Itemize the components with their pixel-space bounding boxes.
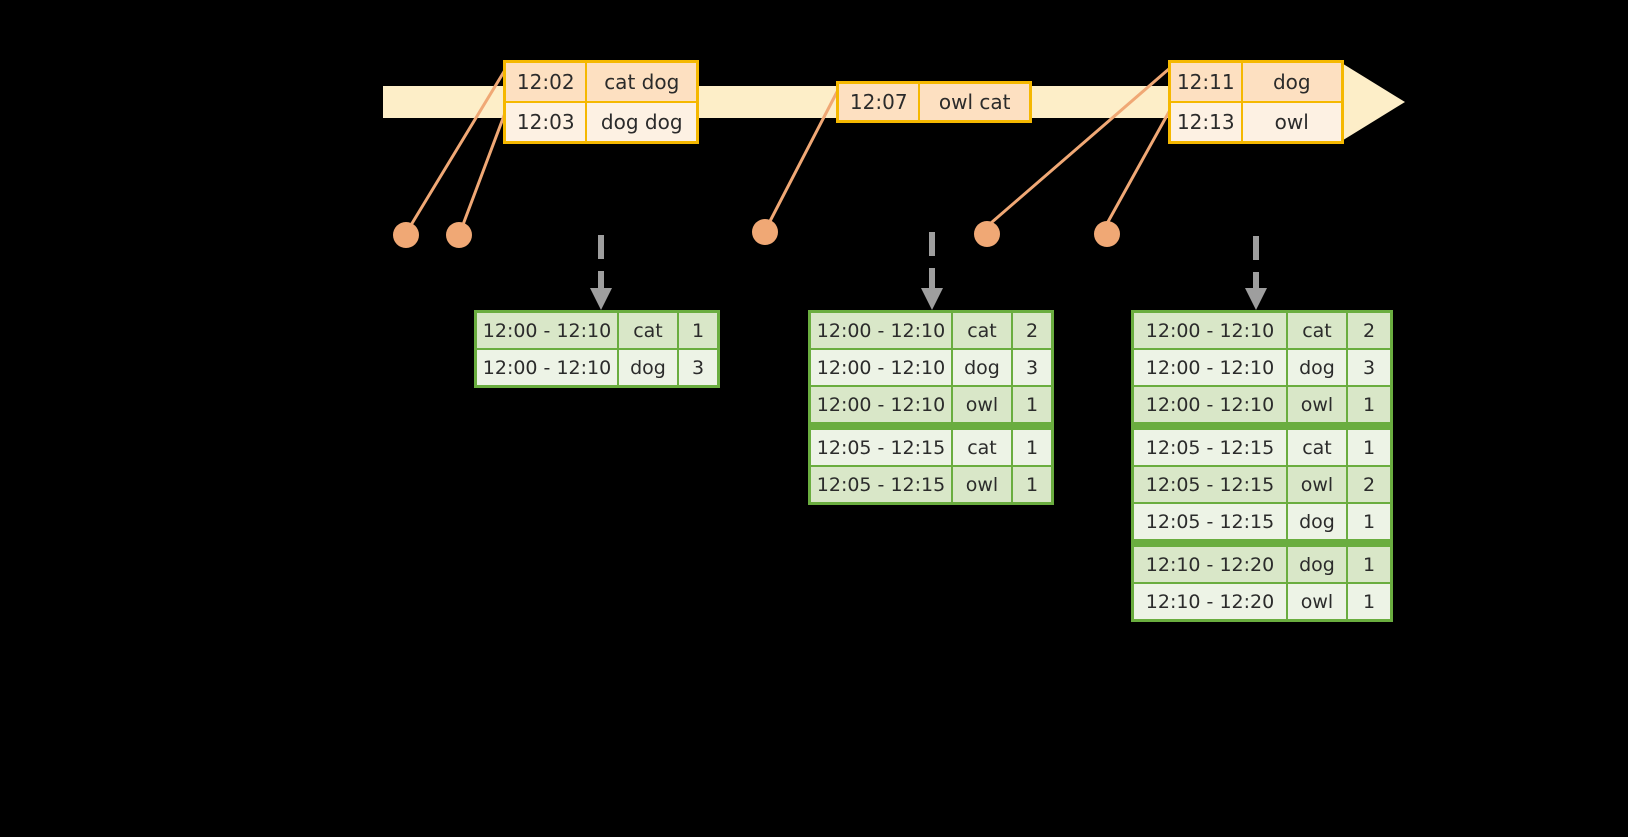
cell-word: dog [619, 350, 677, 385]
cell-word: dog [1288, 547, 1346, 582]
cell-word: cat [619, 313, 677, 348]
cell-count: 1 [1348, 547, 1390, 582]
window-group-separator [811, 424, 1051, 428]
event-time: 12:11 [1171, 63, 1243, 101]
emit-arrow-3 [1245, 236, 1267, 310]
event-group-2[interactable]: 12:07 owl cat [836, 81, 1032, 123]
cell-word: cat [953, 313, 1011, 348]
event-time: 12:03 [506, 103, 588, 141]
cell-word: cat [953, 430, 1011, 465]
window-group-separator [1134, 541, 1390, 545]
cell-count: 2 [1348, 313, 1390, 348]
cell-window: 12:05 - 12:15 [811, 467, 951, 502]
cell-word: cat [1288, 313, 1346, 348]
cell-window: 12:05 - 12:15 [1134, 467, 1286, 502]
cell-count: 1 [1348, 584, 1390, 619]
event-words: cat dog [587, 63, 696, 101]
cell-count: 1 [1013, 430, 1051, 465]
cell-window: 12:00 - 12:10 [1134, 350, 1286, 385]
connector-dot-2 [446, 222, 472, 248]
connector-dot-5 [1094, 221, 1120, 247]
emit-arrows [590, 232, 1267, 310]
cell-count: 3 [1348, 350, 1390, 385]
cell-window: 12:05 - 12:15 [1134, 504, 1286, 539]
cell-count: 2 [1013, 313, 1051, 348]
event-words: dog [1242, 63, 1341, 101]
connector-dots [393, 219, 1120, 248]
event-time: 12:13 [1171, 103, 1243, 141]
cell-word: owl [1288, 387, 1346, 422]
cell-count: 1 [1348, 430, 1390, 465]
cell-window: 12:00 - 12:10 [1134, 313, 1286, 348]
connector-dot-4 [974, 221, 1000, 247]
window-group-separator [1134, 424, 1390, 428]
event-row[interactable]: 12:11 dog [1171, 63, 1341, 101]
cell-count: 1 [679, 313, 717, 348]
cell-count: 3 [1013, 350, 1051, 385]
event-time: 12:02 [506, 63, 588, 101]
event-row[interactable]: 12:07 owl cat [839, 84, 1029, 120]
cell-window: 12:10 - 12:20 [1134, 547, 1286, 582]
cell-window: 12:00 - 12:10 [811, 350, 951, 385]
cell-count: 2 [1348, 467, 1390, 502]
connector-dot-1 [393, 222, 419, 248]
cell-count: 1 [1348, 387, 1390, 422]
cell-window: 12:00 - 12:10 [811, 387, 951, 422]
event-words: owl [1242, 103, 1341, 141]
cell-word: dog [1288, 504, 1346, 539]
cell-count: 3 [679, 350, 717, 385]
connector-dot-3 [752, 219, 778, 245]
event-time: 12:07 [839, 84, 921, 120]
cell-window: 12:00 - 12:10 [477, 313, 617, 348]
cell-window: 12:10 - 12:20 [1134, 584, 1286, 619]
cell-word: owl [953, 387, 1011, 422]
cell-word: cat [1288, 430, 1346, 465]
event-words: owl cat [920, 84, 1029, 120]
cell-word: dog [953, 350, 1011, 385]
event-group-1[interactable]: 12:02 cat dog 12:03 dog dog [503, 60, 699, 144]
event-words: dog dog [587, 103, 696, 141]
event-group-3[interactable]: 12:11 dog 12:13 owl [1168, 60, 1344, 144]
cell-window: 12:05 - 12:15 [1134, 430, 1286, 465]
emit-arrow-1 [590, 235, 612, 310]
event-row[interactable]: 12:13 owl [1171, 101, 1341, 141]
cell-word: dog [1288, 350, 1346, 385]
cell-word: owl [953, 467, 1011, 502]
cell-window: 12:00 - 12:10 [811, 313, 951, 348]
cell-window: 12:00 - 12:10 [477, 350, 617, 385]
cell-window: 12:00 - 12:10 [1134, 387, 1286, 422]
cell-count: 1 [1013, 387, 1051, 422]
cell-word: owl [1288, 467, 1346, 502]
emit-arrow-2 [921, 232, 943, 310]
cell-window: 12:05 - 12:15 [811, 430, 951, 465]
cell-count: 1 [1348, 504, 1390, 539]
cell-word: owl [1288, 584, 1346, 619]
event-row[interactable]: 12:02 cat dog [506, 63, 696, 101]
event-row[interactable]: 12:03 dog dog [506, 101, 696, 141]
cell-count: 1 [1013, 467, 1051, 502]
